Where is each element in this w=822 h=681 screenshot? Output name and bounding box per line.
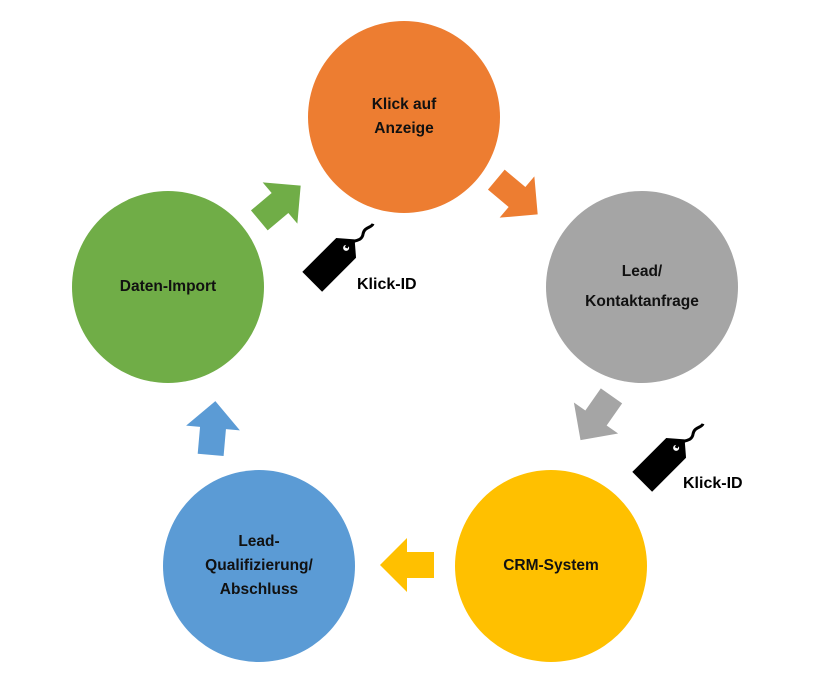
node-qual-label: Lead- Qualifizierung/ Abschluss xyxy=(174,530,344,602)
yellow-flow-arrow-icon xyxy=(380,538,434,592)
orange-flow-arrow-icon xyxy=(487,169,538,218)
price-tag-icon xyxy=(632,423,705,492)
node-import-circle xyxy=(72,191,264,383)
label-line: Lead/ xyxy=(621,263,663,280)
green-flow-arrow-icon xyxy=(250,182,301,231)
gray-flow-arrow-icon xyxy=(573,388,623,441)
node-qual-circle xyxy=(163,470,355,662)
node-lead-label: Lead/ Kontaktanfrage xyxy=(557,257,727,317)
label-line: Daten-Import xyxy=(119,278,217,295)
node-lead-circle xyxy=(546,191,738,383)
node-crm-label: CRM-System xyxy=(466,554,636,578)
node-crm-circle xyxy=(455,470,647,662)
label-line: Klick auf xyxy=(371,96,437,113)
label-line: Abschluss xyxy=(219,581,299,598)
label-line: Anzeige xyxy=(374,120,434,137)
node-import-label: Daten-Import xyxy=(83,275,253,299)
tag-label: Klick-ID xyxy=(683,475,743,492)
node-klick-label: Klick auf Anzeige xyxy=(319,93,489,141)
label-line: Lead- xyxy=(238,533,280,550)
blue-flow-arrow-icon xyxy=(186,401,240,457)
label-line: Kontaktanfrage xyxy=(585,293,699,310)
label-line: Qualifizierung/ xyxy=(205,557,313,574)
tag-label: Klick-ID xyxy=(357,276,417,293)
price-tag-icon xyxy=(302,223,375,292)
node-klick-circle xyxy=(308,21,500,213)
label-line: CRM-System xyxy=(503,557,599,574)
